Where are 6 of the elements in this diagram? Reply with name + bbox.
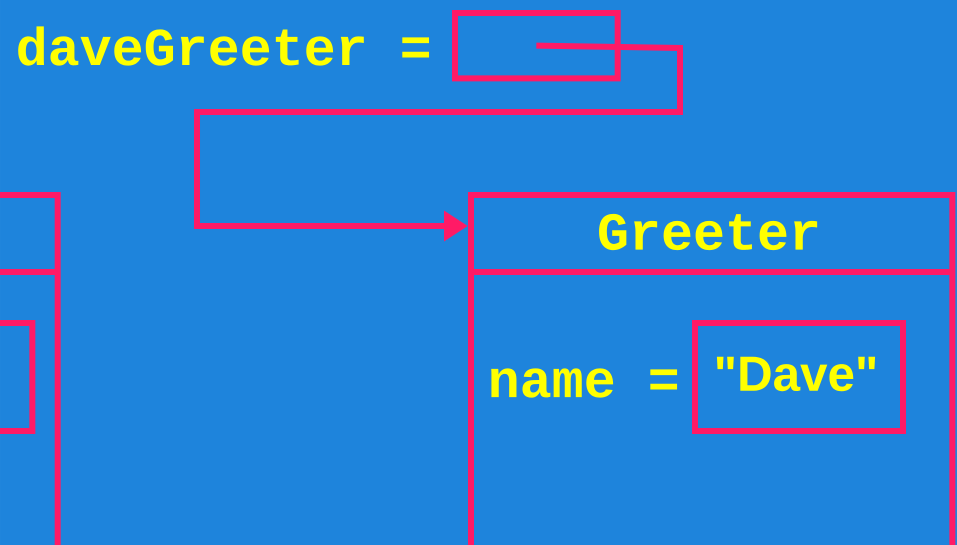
value-box: [452, 10, 621, 82]
variable-label: name =: [491, 368, 678, 398]
value-box: "Dave": [692, 320, 906, 434]
value-box: [0, 320, 36, 434]
object-box: [0, 192, 61, 545]
variable-label: daveGreeter =: [18, 26, 430, 66]
